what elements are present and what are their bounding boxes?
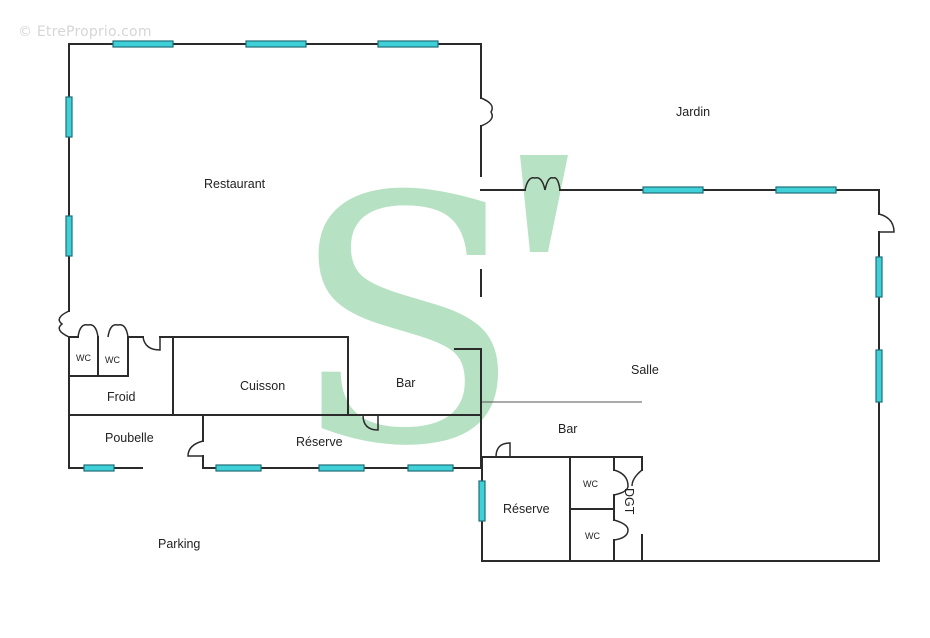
- doors: [58, 97, 895, 541]
- label-salle: Salle: [631, 363, 659, 377]
- label-froid: Froid: [107, 390, 136, 404]
- label-reserve-top: Réserve: [296, 435, 343, 449]
- label-cuisson: Cuisson: [240, 379, 285, 393]
- label-restaurant: Restaurant: [204, 177, 266, 191]
- label-wc-3: WC: [583, 479, 598, 489]
- label-wc-2: WC: [105, 355, 120, 365]
- svg-text:S: S: [290, 125, 523, 521]
- label-parking: Parking: [158, 537, 200, 551]
- label-jardin: Jardin: [676, 105, 710, 119]
- windows: [65, 40, 883, 522]
- label-bar: Bar: [558, 422, 577, 436]
- label-dgt: DGT: [622, 488, 636, 515]
- label-wc-1: WC: [76, 353, 91, 363]
- room-labels: Jardin Restaurant Salle Bar Bar Cuisson …: [76, 105, 710, 551]
- label-wc-4: WC: [585, 531, 600, 541]
- watermark-text: © EtreProprio.com: [18, 24, 152, 40]
- label-reserve-bottom: Réserve: [503, 502, 550, 516]
- label-bar-small: Bar: [396, 376, 415, 390]
- label-poubelle: Poubelle: [105, 431, 154, 445]
